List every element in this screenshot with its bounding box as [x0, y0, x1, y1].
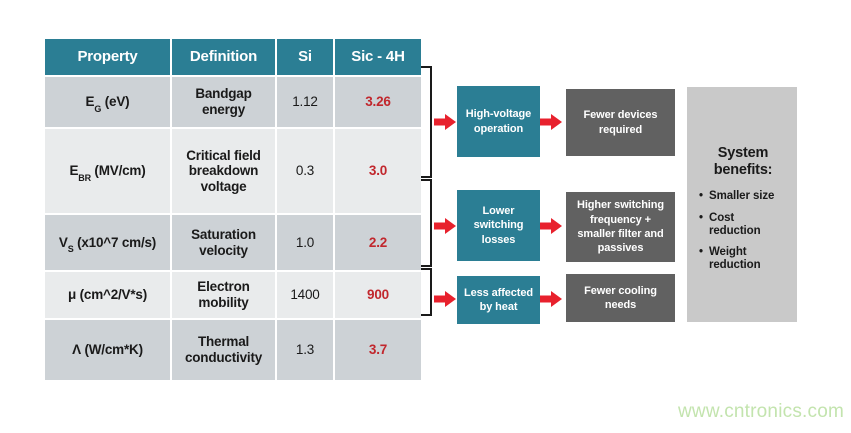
definition-cell: Critical field breakdown voltage	[171, 128, 276, 214]
property-symbol: EG (eV)	[85, 94, 130, 114]
sic-value: 3.7	[334, 319, 422, 381]
right-arrow-icon	[434, 218, 456, 234]
right-arrow-icon	[540, 291, 562, 307]
right-arrow-icon	[434, 291, 456, 307]
header-definition: Definition	[171, 38, 276, 76]
si-value: 1400	[276, 271, 334, 319]
si-value: 1.3	[276, 319, 334, 381]
property-cell: μ (cm^2/V*s)	[44, 271, 171, 319]
header-property: Property	[44, 38, 171, 76]
sic-value: 900	[334, 271, 422, 319]
property-cell: EG (eV)	[44, 76, 171, 128]
si-value: 1.0	[276, 214, 334, 271]
property-symbol: VS (x10^7 cm/s)	[58, 234, 157, 255]
property-cell: Λ (W/cm*K)	[44, 319, 171, 381]
right-arrow-icon	[434, 114, 456, 130]
property-symbol: Λ (W/cm*K)	[72, 342, 143, 358]
definition-cell: Thermal conductivity	[171, 319, 276, 381]
system-benefits-title: System benefits:	[713, 145, 773, 178]
si-value: 0.3	[276, 128, 334, 214]
cause-box-high-voltage: High-voltage operation	[457, 86, 540, 157]
si-value: 1.12	[276, 76, 334, 128]
property-symbol: μ (cm^2/V*s)	[67, 287, 148, 303]
sic-value: 2.2	[334, 214, 422, 271]
sic-value: 3.26	[334, 76, 422, 128]
sic-value: 3.0	[334, 128, 422, 214]
effect-box-fewer-devices: Fewer devices required	[566, 89, 675, 156]
benefit-item: Cost reduction	[699, 212, 787, 238]
benefit-item: Smaller size	[699, 190, 787, 203]
right-arrow-icon	[540, 218, 562, 234]
header-si: Si	[276, 38, 334, 76]
group-bracket-switching	[421, 179, 432, 267]
header-sic-4h: Sic - 4H	[334, 38, 422, 76]
definition-cell: Electron mobility	[171, 271, 276, 319]
group-bracket-high-voltage	[421, 66, 432, 178]
property-symbol: EBR (MV/cm)	[69, 163, 146, 183]
definition-cell: Saturation velocity	[171, 214, 276, 271]
cause-box-switching-losses: Lower switching losses	[457, 190, 540, 261]
system-benefits-panel: System benefits: Smaller size Cost reduc…	[687, 87, 797, 322]
effect-box-higher-switching: Higher switching frequency + smaller fil…	[566, 192, 675, 262]
property-table: Property Definition Si Sic - 4H EG (eV) …	[44, 38, 422, 381]
watermark-url: www.cntronics.com	[678, 401, 844, 422]
right-arrow-icon	[540, 114, 562, 130]
definition-cell: Bandgap energy	[171, 76, 276, 128]
cause-box-heat: Less affected by heat	[457, 276, 540, 324]
property-cell: VS (x10^7 cm/s)	[44, 214, 171, 271]
group-bracket-heat	[421, 268, 432, 316]
effect-box-fewer-cooling: Fewer cooling needs	[566, 274, 675, 322]
property-cell: EBR (MV/cm)	[44, 128, 171, 214]
benefit-item: Weight reduction	[699, 246, 787, 272]
